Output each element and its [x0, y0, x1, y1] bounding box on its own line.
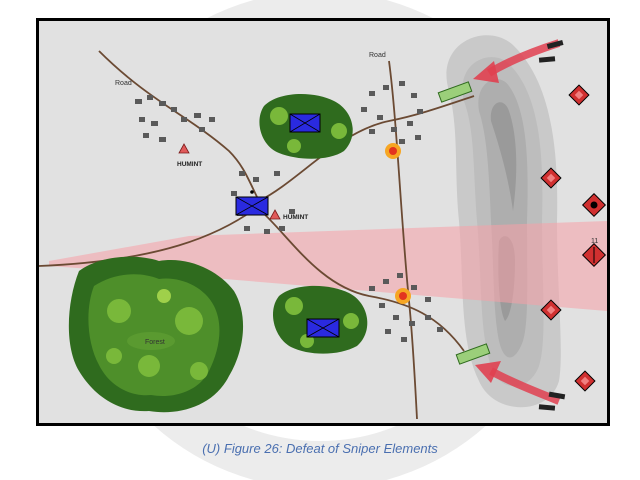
enemy-diamond-1: [568, 84, 590, 106]
forest-area: [68, 256, 244, 413]
enemy-diamond-3: [581, 192, 607, 218]
forest-label: Forest: [145, 339, 165, 346]
humint-label-2: HUMINT: [283, 214, 308, 221]
obstacle-marker-south: [455, 343, 491, 365]
explosion-south: [395, 288, 411, 304]
enemy-diamond-4: [581, 242, 607, 268]
friendly-unit-north: [289, 113, 321, 133]
friendly-unit-center: [235, 190, 269, 216]
threat-band: [49, 221, 607, 311]
explosion-north: [385, 143, 401, 159]
humint-triangle-2: [269, 209, 281, 220]
obstacle-number-label: 11: [591, 238, 598, 245]
enemy-diamond-2: [540, 167, 562, 189]
tactical-map: Road Road HUMINT HUMINT Forest 11: [36, 18, 610, 426]
road-label-left: Road: [115, 80, 132, 87]
figure-caption: (U) Figure 26: Defeat of Sniper Elements: [202, 441, 438, 456]
friendly-unit-south: [306, 318, 340, 338]
road-label-top: Road: [369, 52, 386, 59]
obstacle-marker-north: [437, 81, 473, 103]
map-canvas: Road Road HUMINT HUMINT Forest 11: [39, 21, 607, 423]
road-network: [39, 50, 475, 420]
humint-label-1: HUMINT: [177, 161, 202, 168]
humint-triangle-1: [178, 143, 190, 154]
enemy-diamond-5: [540, 299, 562, 321]
attack-arrow-north: [473, 39, 564, 83]
enemy-diamond-6: [574, 370, 596, 392]
attack-arrow-south: [475, 361, 566, 411]
